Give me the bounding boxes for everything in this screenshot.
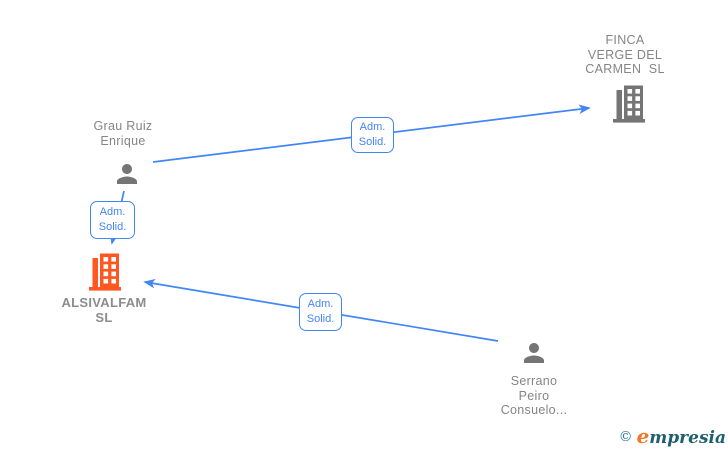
node-label-line: Consuelo... — [500, 403, 568, 417]
copyright-icon: © — [618, 429, 633, 445]
edge-label-line: Adm. — [307, 298, 334, 310]
empresia-logo[interactable]: ©empresia — [619, 424, 726, 448]
person-icon[interactable] — [519, 338, 549, 368]
node-label-serrano-peiro-consuelo[interactable]: Serrano Peiro Consuelo... — [479, 374, 589, 418]
edge-label-line: Adm. — [99, 206, 126, 218]
edge-label-line: Solid. — [358, 136, 387, 148]
node-label-grau-ruiz-enrique[interactable]: Grau Ruiz Enrique — [73, 119, 173, 148]
person-icon[interactable] — [112, 159, 142, 189]
edge-label-adm-solid-grau-alsivalfam[interactable]: Adm. Solid. — [90, 201, 135, 239]
node-label-line: SL — [95, 310, 113, 325]
building-icon[interactable] — [610, 83, 648, 123]
edge-label-line: Solid. — [306, 313, 335, 325]
node-label-finca-verge-del-carmen-sl[interactable]: FINCA VERGE DEL CARMEN SL — [570, 33, 680, 77]
node-label-line: Grau Ruiz — [93, 119, 153, 133]
building-icon-highlighted[interactable] — [86, 251, 124, 291]
node-label-line: CARMEN SL — [585, 62, 665, 76]
node-label-line: FINCA — [605, 33, 645, 47]
edge-label-line: Solid. — [98, 221, 127, 233]
node-label-line: Serrano — [510, 374, 558, 388]
node-label-line: ALSIVALFAM — [61, 295, 147, 310]
node-label-line: Peiro — [518, 388, 550, 403]
edge-label-adm-solid-serrano-alsivalfam[interactable]: Adm. Solid. — [299, 293, 342, 331]
node-label-line: VERGE DEL — [587, 47, 663, 62]
node-label-alsivalfam-sl[interactable]: ALSIVALFAM SL — [49, 295, 159, 325]
brand-letter-e: e — [636, 424, 650, 448]
node-label-line: Enrique — [100, 133, 146, 148]
edge-label-adm-solid-grau-finca[interactable]: Adm. Solid. — [351, 117, 394, 153]
brand-text: mpresia — [649, 428, 726, 448]
edge-label-line: Adm. — [359, 121, 386, 133]
